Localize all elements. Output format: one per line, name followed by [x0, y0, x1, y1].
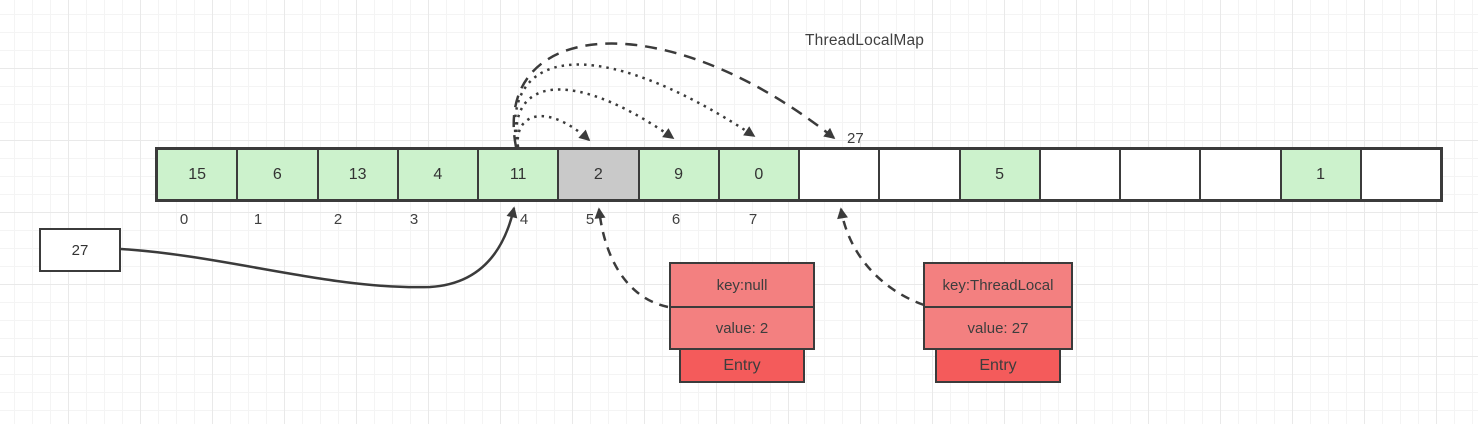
array-cell-10: 5 — [958, 150, 1039, 199]
probe-arc-slot7 — [513, 63, 756, 148]
index-label-7: 7 — [748, 211, 758, 228]
entry-body: key:null value: 2 — [669, 262, 815, 350]
array-cell-3: 4 — [396, 150, 477, 199]
entry-key: key:ThreadLocal — [942, 276, 1054, 294]
index-label-6: 6 — [671, 211, 681, 228]
array-cell-8 — [798, 150, 879, 199]
index-label-0: 0 — [179, 211, 189, 228]
live-entry-to-slot8-connector — [837, 207, 925, 307]
entry-box-live: key:ThreadLocal value: 27 Entry — [923, 262, 1073, 383]
array-cell-12 — [1119, 150, 1200, 199]
diagram-title: ThreadLocalMap — [805, 32, 925, 49]
index-label-2: 2 — [333, 211, 343, 228]
entry-value: value: 27 — [925, 306, 1071, 348]
array-cell-15 — [1359, 150, 1440, 199]
probe-arc-slot5 — [516, 115, 591, 148]
entry-key: key:null — [716, 276, 768, 294]
array-cell-1: 6 — [236, 150, 317, 199]
entry-value: value: 2 — [671, 306, 813, 348]
array-cell-9 — [878, 150, 959, 199]
entry-tab-label: Entry — [935, 348, 1061, 383]
source-value-box: 27 — [39, 228, 121, 272]
entry-box-stale: key:null value: 2 Entry — [669, 262, 815, 383]
index-label-3: 3 — [409, 211, 419, 228]
stale-entry-to-slot5-connector — [594, 207, 669, 309]
hash-array: 15 6 13 4 11 2 9 0 5 1 — [155, 147, 1443, 202]
index-label-4: 4 — [519, 211, 529, 228]
index-label-5: 5 — [585, 211, 595, 228]
array-cell-2: 13 — [316, 150, 397, 199]
array-cell-7: 0 — [717, 150, 798, 199]
array-cell-0: 15 — [158, 150, 237, 199]
array-cell-6: 9 — [637, 150, 718, 199]
probe-arc-slot8 — [512, 42, 836, 148]
probe-target-value-label: 27 — [847, 130, 864, 147]
array-cell-4: 11 — [477, 150, 558, 199]
entry-body: key:ThreadLocal value: 27 — [923, 262, 1073, 350]
index-label-1: 1 — [253, 211, 263, 228]
array-cell-5: 2 — [557, 150, 638, 199]
array-cell-11 — [1038, 150, 1119, 199]
probe-arc-slot6 — [515, 88, 675, 148]
entry-tab-label: Entry — [679, 348, 805, 383]
array-cell-13 — [1199, 150, 1280, 199]
array-cell-14: 1 — [1279, 150, 1360, 199]
